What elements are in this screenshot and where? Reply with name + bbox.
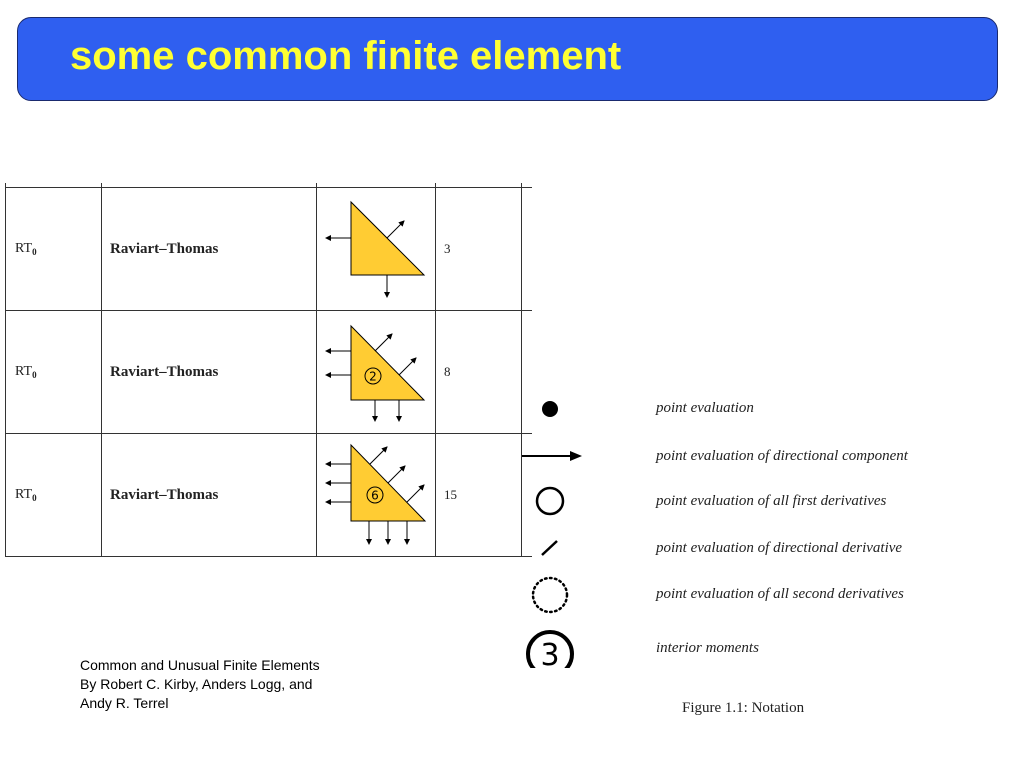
dof-count: 15	[435, 433, 522, 557]
citation: Common and Unusual Finite Elements By Ro…	[80, 656, 320, 713]
legend-row: 3 interior moments	[520, 628, 1000, 668]
legend-label: point evaluation	[656, 400, 754, 416]
dotted-circle-icon	[531, 576, 569, 614]
legend-label: point evaluation of all second derivativ…	[656, 586, 904, 602]
finite-element-table: RT0 Raviart–Thomas 3 RT0 Raviart–Thomas	[5, 183, 532, 557]
slash-icon	[541, 540, 558, 556]
table-row: RT0 Raviart–Thomas 2 8	[5, 310, 532, 434]
citation-line: Common and Unusual Finite Elements	[80, 657, 320, 673]
citation-line: Andy R. Terrel	[80, 695, 169, 711]
rt0-degree1-diagram	[325, 200, 426, 298]
arrow-icon	[522, 451, 582, 461]
legend-label: point evaluation of directional derivati…	[656, 540, 903, 556]
dof-count: 8	[435, 310, 522, 434]
legend-label: point evaluation of directional componen…	[656, 448, 908, 464]
rt0-degree2-diagram: 2	[325, 324, 426, 422]
legend-row: point evaluation of directional componen…	[520, 438, 1000, 478]
filled-dot-icon	[542, 401, 558, 417]
table-row: RT0 Raviart–Thomas 3	[5, 187, 532, 311]
legend-row: point evaluation of directional derivati…	[520, 530, 1000, 570]
element-name: Raviart–Thomas	[101, 310, 317, 434]
element-name: Raviart–Thomas	[101, 433, 317, 557]
interior-moment-label: 6	[371, 489, 379, 503]
circle-icon	[535, 486, 565, 516]
element-name: Raviart–Thomas	[101, 187, 317, 311]
legend-label: point evaluation of all first derivative…	[656, 493, 887, 509]
legend-label: interior moments	[656, 640, 759, 656]
legend-row: point evaluation of all second derivativ…	[520, 576, 1000, 616]
citation-line: By Robert C. Kirby, Anders Logg, and	[80, 676, 313, 692]
element-abbreviation: RT0	[5, 310, 102, 434]
element-abbreviation: RT0	[5, 187, 102, 311]
element-diagram-cell: 2	[316, 310, 436, 434]
table-row: RT0 Raviart–Thomas	[5, 433, 532, 557]
element-abbreviation: RT0	[5, 433, 102, 557]
legend-row: point evaluation	[520, 390, 1000, 430]
rt0-degree3-diagram: 6	[325, 443, 427, 545]
interior-moment-label: 2	[369, 370, 377, 384]
circled-number-icon: 3	[526, 630, 574, 668]
element-diagram-cell: 6	[316, 433, 436, 557]
title-bar: some common finite element	[17, 17, 998, 101]
element-diagram-cell	[316, 187, 436, 311]
circled-number: 3	[540, 638, 559, 668]
figure-caption: Figure 1.1: Notation	[682, 700, 805, 716]
legend-row: point evaluation of all first derivative…	[520, 483, 1000, 523]
slide-title: some common finite element	[70, 34, 622, 78]
dof-count: 3	[435, 187, 522, 311]
